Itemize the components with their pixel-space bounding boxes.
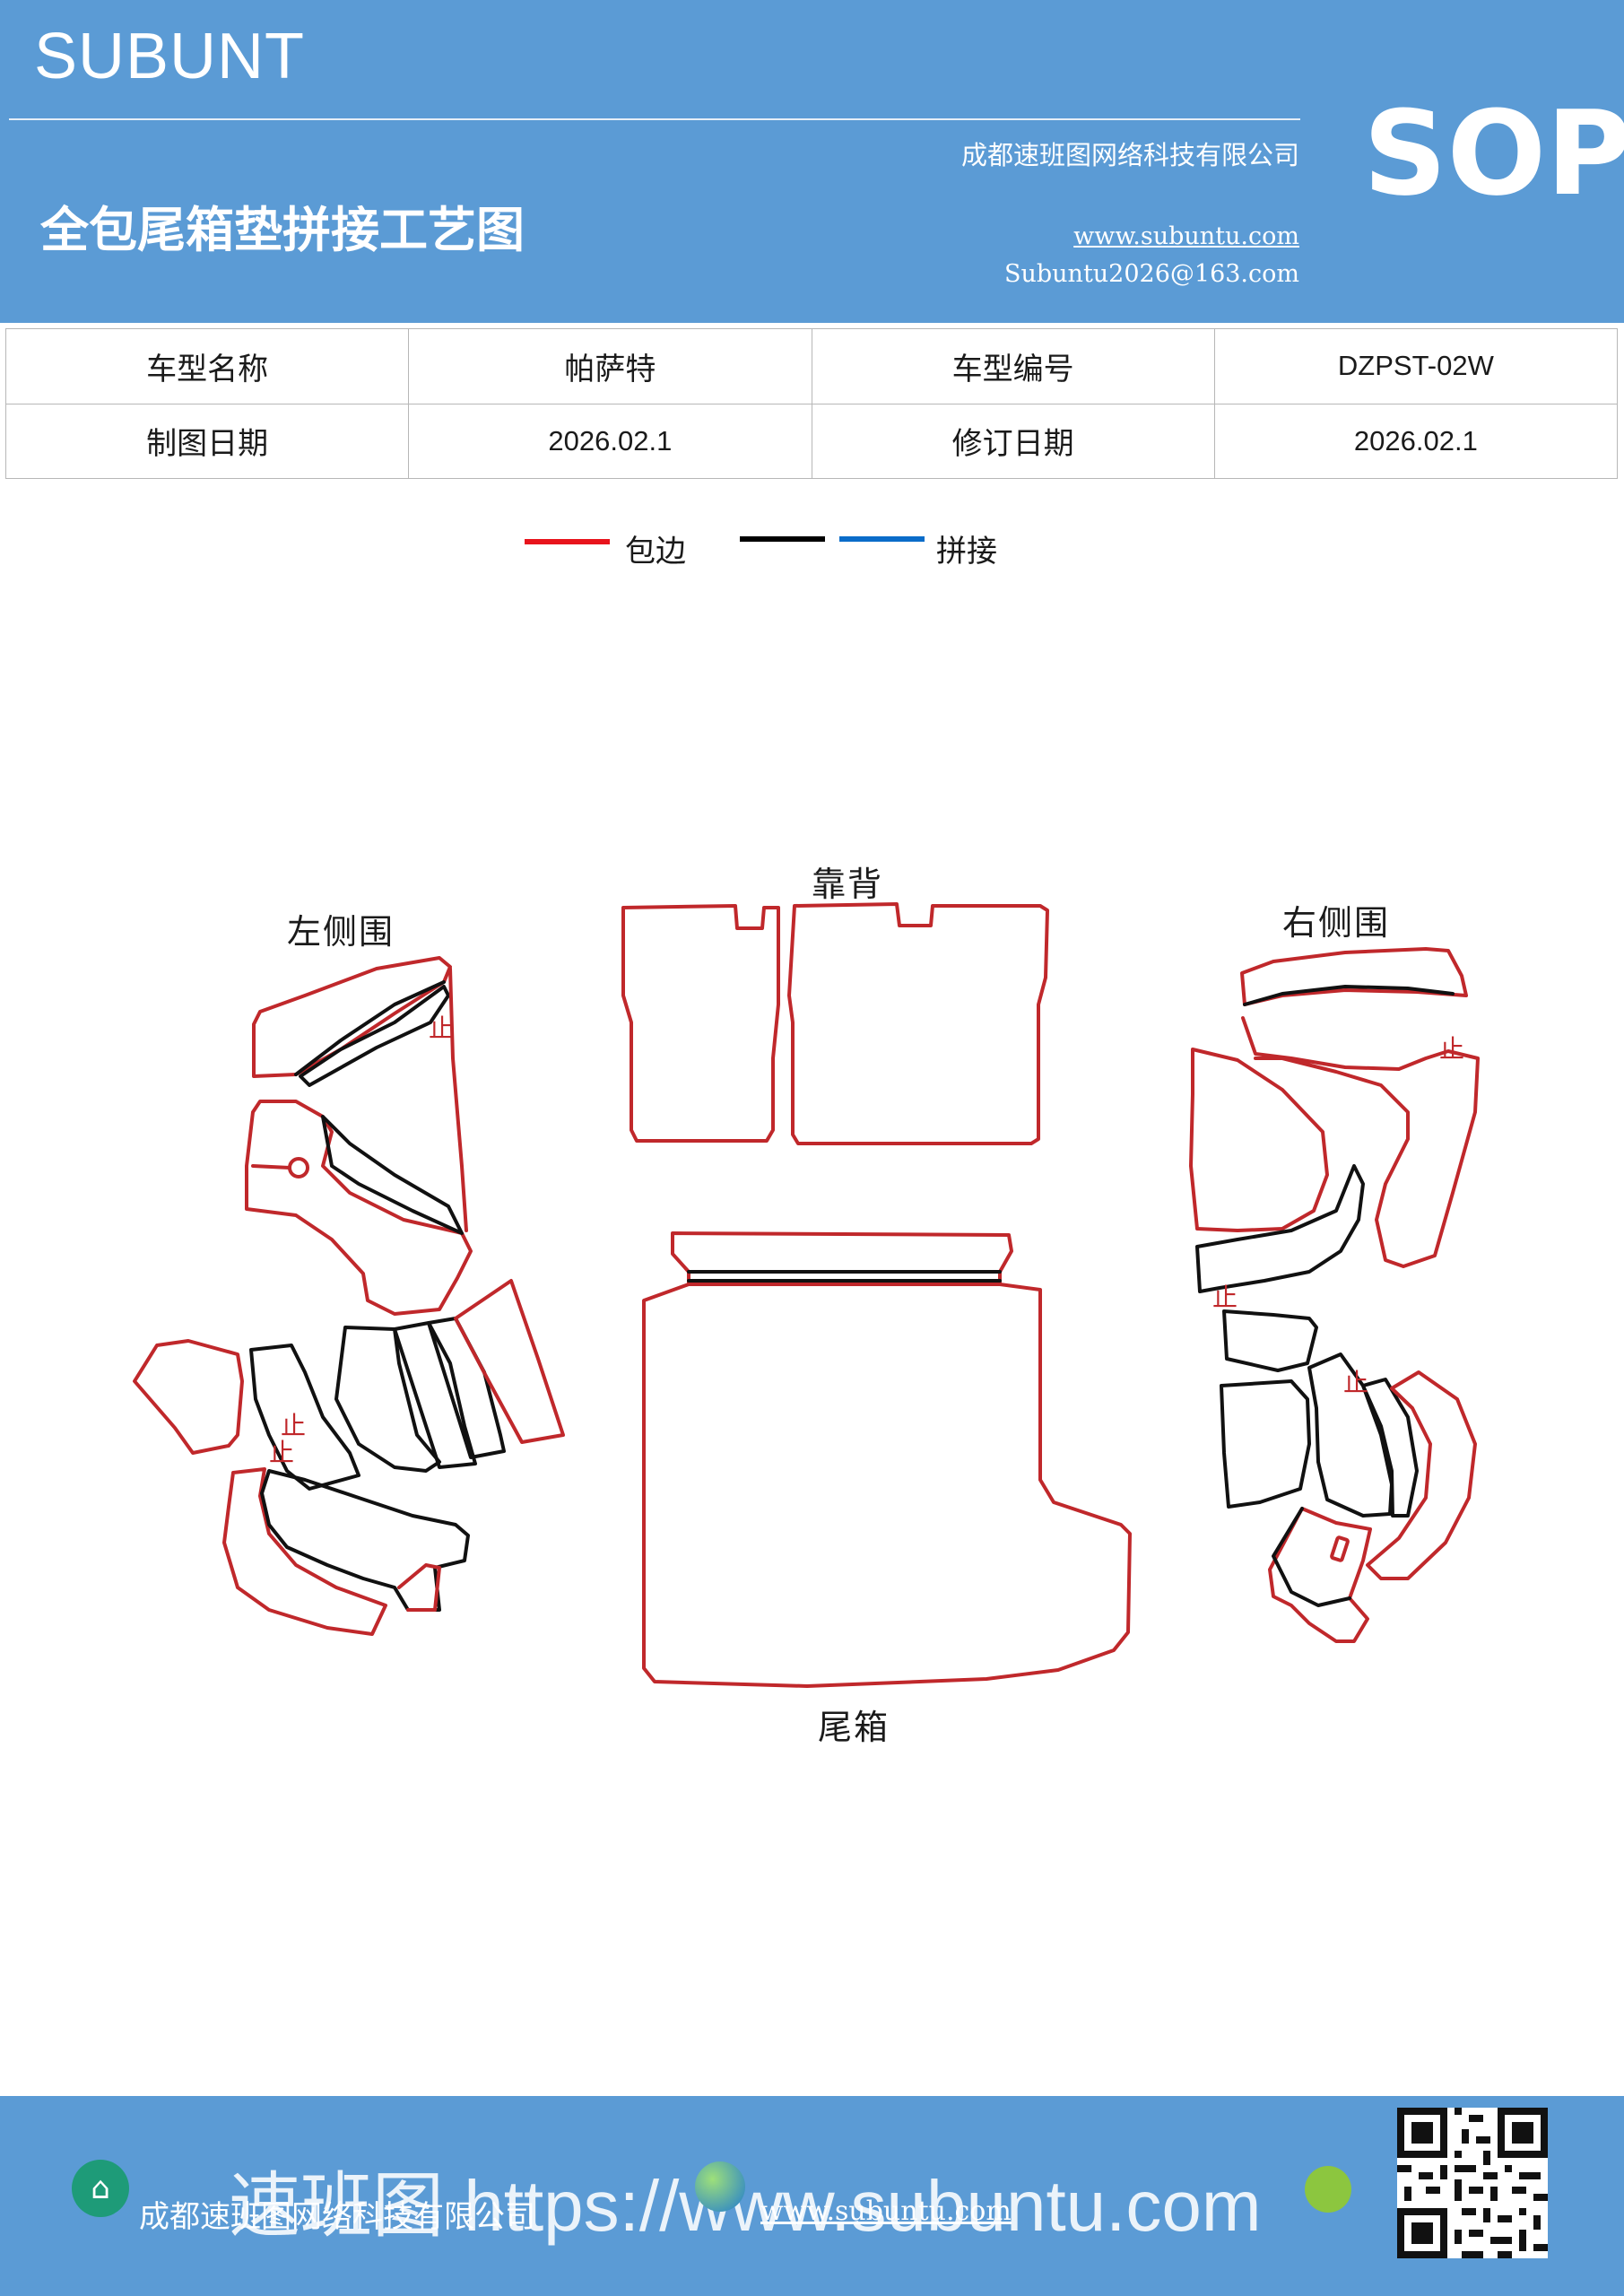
draw-date-value: 2026.02.1 (408, 403, 812, 479)
footer-watermark-text: 速班图 https://www.subuntu.com (229, 2166, 1262, 2246)
right-piece-3 (1189, 1048, 1329, 1232)
model-code-value: DZPST-02W (1213, 328, 1619, 404)
left-piece-7 (249, 1344, 360, 1491)
header-banner (0, 0, 1624, 323)
left-piece-11 (454, 1279, 565, 1444)
left-piece-4 (321, 1115, 464, 1235)
left-piece-3 (245, 1100, 473, 1316)
draw-date-label: 制图日期 (4, 403, 410, 479)
right-slot-mark (1330, 1535, 1350, 1562)
brand-logo-text: SUBUNT (34, 21, 306, 92)
stop-mark: 止 (1439, 1034, 1467, 1064)
left-piece-6 (133, 1339, 244, 1455)
legend-edge-swatch (525, 539, 610, 544)
stop-mark: 止 (269, 1438, 297, 1467)
legend-join-swatch (839, 536, 925, 542)
left-piece-1 (252, 956, 452, 1078)
model-code-label: 车型编号 (811, 328, 1215, 404)
building-icon: ⌂ (72, 2160, 129, 2217)
left-piece-13 (260, 1469, 470, 1612)
model-name-value: 帕萨特 (408, 328, 812, 404)
legend-black-swatch (740, 536, 825, 542)
right-piece-9 (1366, 1370, 1477, 1580)
backrest-right-panel (787, 902, 1049, 1145)
right-piece-6 (1220, 1379, 1311, 1509)
right-piece-10 (1268, 1507, 1372, 1643)
trunk-top-strip (671, 1231, 1013, 1286)
right-side-label: 右侧围 (1282, 903, 1391, 943)
right-piece-7 (1307, 1352, 1394, 1518)
left-piece-3-line (251, 1164, 291, 1170)
leaf-icon (1305, 2166, 1351, 2213)
trunk-label: 尾箱 (818, 1708, 890, 1747)
revise-date-label: 修订日期 (811, 403, 1215, 479)
left-piece-2 (299, 985, 450, 1087)
left-side-label: 左侧围 (287, 912, 395, 952)
footer-banner (0, 2096, 1624, 2296)
revise-date-value: 2026.02.1 (1213, 403, 1619, 479)
left-piece-12 (222, 1467, 387, 1636)
stop-mark: 止 (281, 1411, 308, 1440)
trunk-main-panel (642, 1283, 1132, 1688)
table-row: 制图日期 2026.02.1 修订日期 2026.02.1 (4, 403, 1619, 479)
sop-badge: SOP (1363, 85, 1624, 222)
website-link[interactable]: www.subuntu.com (1073, 222, 1299, 250)
footer-website-link[interactable]: www.subuntu.com (760, 2196, 1012, 2227)
left-piece-13-edge (397, 1563, 441, 1612)
left-piece-hole (288, 1157, 309, 1178)
right-piece-2 (1241, 1016, 1480, 1268)
table-row: 车型名称 帕萨特 车型编号 DZPST-02W (4, 328, 1619, 404)
globe-icon (695, 2161, 745, 2212)
stop-mark: 止 (1343, 1368, 1371, 1397)
right-piece-10-inner (1272, 1507, 1351, 1607)
right-piece-1-inner (1243, 985, 1455, 1006)
model-name-label: 车型名称 (4, 328, 410, 404)
email-address: Subuntu2026@163.com (1004, 260, 1299, 288)
footer-company: 成都速班图网络科技有限公司 (139, 2199, 535, 2235)
left-piece-8 (334, 1326, 441, 1473)
right-piece-5 (1222, 1309, 1318, 1372)
left-piece-1-inner (294, 980, 446, 1076)
company-name: 成都速班图网络科技有限公司 (960, 140, 1299, 170)
header-divider (9, 118, 1300, 120)
legend-edge-label: 包边 (625, 534, 686, 570)
pattern-diagram (133, 902, 1480, 1688)
stop-mark: 止 (429, 1013, 456, 1043)
backrest-label: 靠背 (812, 865, 884, 904)
info-table: 车型名称 帕萨特 车型编号 DZPST-02W 制图日期 2026.02.1 修… (4, 328, 1619, 479)
document-title: 全包尾箱垫拼接工艺图 (40, 202, 525, 258)
qr-code[interactable] (1397, 2108, 1548, 2258)
legend-join-label: 拼接 (936, 534, 997, 570)
stop-mark: 止 (1212, 1283, 1240, 1312)
right-piece-4 (1195, 1164, 1365, 1293)
left-piece-5 (448, 967, 468, 1232)
backrest-left-panel (621, 904, 780, 1143)
